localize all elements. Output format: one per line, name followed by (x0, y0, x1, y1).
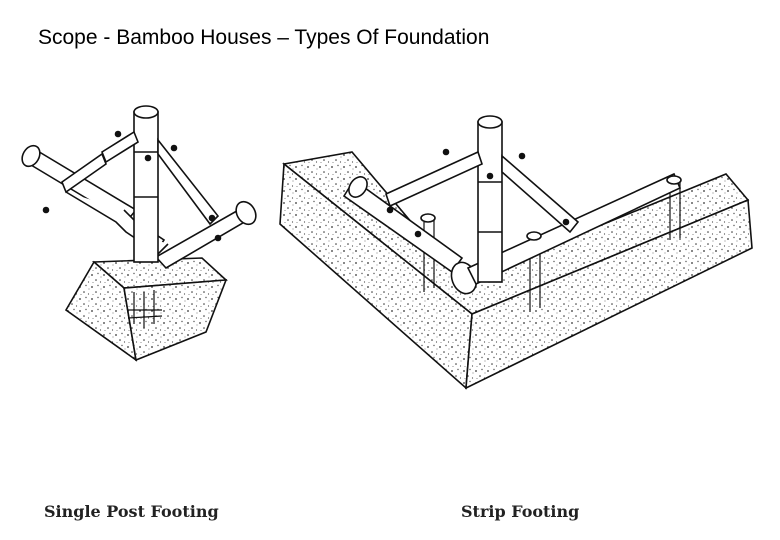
caption-strip-footing: Strip Footing (461, 502, 580, 521)
slide-title: Scope - Bamboo Houses – Types Of Foundat… (38, 26, 490, 49)
caption-single-post-footing: Single Post Footing (44, 502, 219, 521)
foundation-illustration: Single Post Footing Strip Footing (6, 92, 758, 521)
single-post-footing-drawing (21, 105, 257, 362)
footing-block-front (123, 279, 228, 362)
strip-footing-front (465, 198, 753, 390)
strip-footing-drawing (279, 115, 753, 390)
foundation-drawings (21, 105, 753, 390)
